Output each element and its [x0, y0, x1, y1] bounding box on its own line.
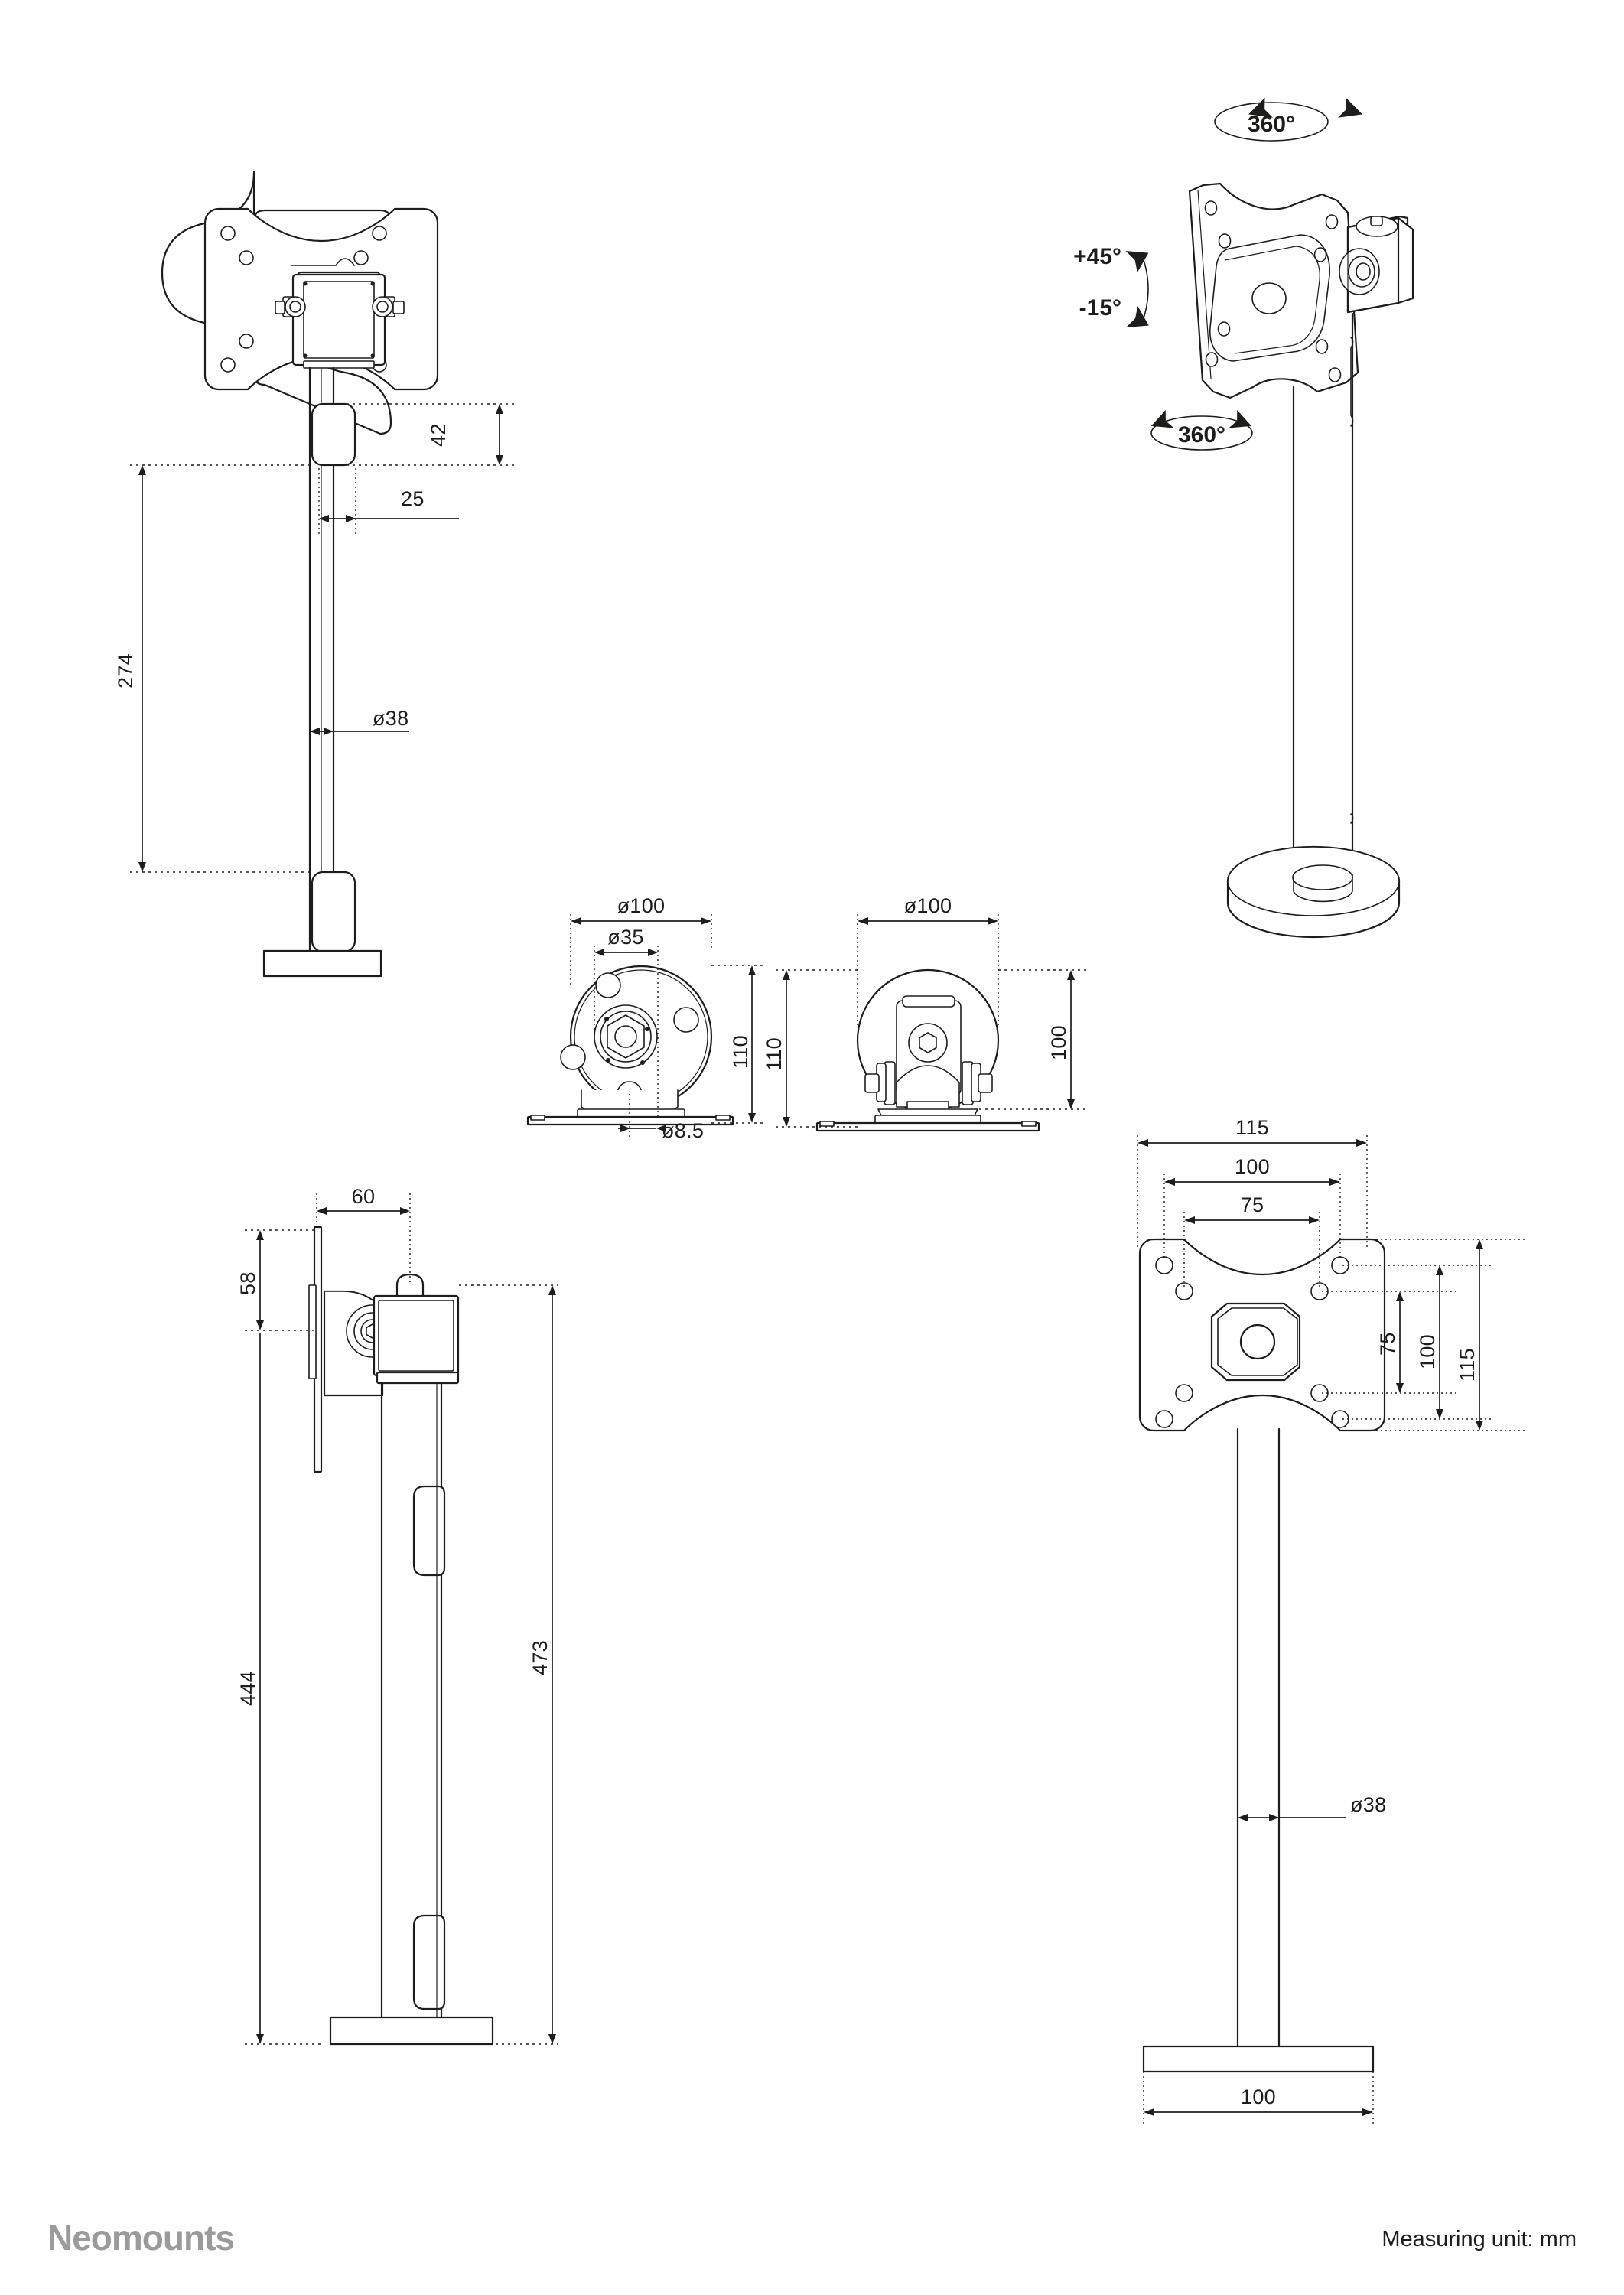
dim-label-42: 42 [427, 423, 450, 447]
dim-label-o100-right: ø100 [904, 894, 952, 917]
cable-cover-side-lower [412, 1914, 446, 2010]
dim-label-75-h: 75 [1241, 1193, 1264, 1216]
tilt-label-down: -15° [1079, 295, 1121, 321]
base-foot-plan-2 [815, 1108, 1040, 1132]
annotation-rotation-top: 360° [1214, 97, 1362, 142]
view-base-plan-left: ø100 ø35 ø8.5 110 [526, 894, 765, 1142]
view-side-bottom-left: 60 58 444 473 [236, 1185, 558, 2046]
dim-100-vert: 100 [979, 969, 1086, 1110]
head-assembly-plan [864, 995, 993, 1116]
measuring-unit-note: Measuring unit: mm [1382, 2227, 1577, 2251]
dim-274: 274 [114, 464, 312, 873]
dim-58: 58 [236, 1229, 315, 1331]
dim-o100-right: ø100 [857, 894, 999, 1025]
dim-label-25: 25 [401, 487, 425, 510]
cable-cover-side-upper [412, 1485, 446, 1577]
dim-100-h: 100 [1163, 1155, 1341, 1261]
vesa-plate-side [308, 1226, 323, 1473]
dim-label-o100-left: ø100 [617, 894, 666, 917]
tilt-label-up: +45° [1073, 244, 1121, 269]
dim-label-75-v: 75 [1376, 1332, 1399, 1356]
dim-42: 42 [334, 403, 514, 466]
dim-100-v: 100 [1342, 1265, 1492, 1420]
cable-cover-lower [311, 871, 356, 953]
dim-473: 473 [459, 1284, 558, 2045]
dim-label-110: 110 [729, 1035, 752, 1069]
dim-75-v: 75 [1322, 1291, 1457, 1394]
dim-110-right: 110 [763, 969, 858, 1128]
dim-o35: ø35 [594, 926, 659, 1117]
dim-label-o38-front: ø38 [373, 707, 408, 730]
base-plate-front [262, 949, 382, 978]
dim-label-473: 473 [529, 1640, 552, 1675]
dim-100-base: 100 [1143, 2072, 1374, 2125]
pole-vesa-view [1236, 1427, 1281, 2048]
vesa-center-hole [1239, 1323, 1276, 1360]
view-base-plan-right: ø100 110 100 [763, 894, 1086, 1132]
dim-label-58: 58 [236, 1271, 259, 1295]
dim-label-100-base: 100 [1241, 2085, 1276, 2108]
dim-label-115-h: 115 [1235, 1116, 1269, 1139]
dim-60: 60 [316, 1185, 411, 1282]
dim-o85: ø8.5 [618, 1094, 704, 1142]
dim-o38-right: ø38 [1238, 1793, 1386, 1821]
dim-444: 444 [236, 1333, 323, 2045]
view-front-top-left: 42 25 274 ø38 [114, 171, 514, 978]
dim-label-60: 60 [352, 1185, 376, 1208]
view-vesa-bottom-right: 115 100 75 75 [1137, 1116, 1526, 2125]
dim-label-444: 444 [236, 1671, 259, 1706]
dim-75-h: 75 [1183, 1193, 1320, 1287]
dim-110: 110 [711, 965, 765, 1124]
view-isometric-top-right: 360° 360° +45° -15° [1073, 97, 1414, 939]
dim-label-o35: ø35 [607, 926, 643, 949]
dim-25: 25 [318, 468, 459, 536]
tilt-head-iso [1339, 215, 1414, 314]
dim-label-110-right: 110 [763, 1037, 786, 1071]
dim-label-274: 274 [114, 653, 137, 688]
dim-label-100-vert: 100 [1047, 1025, 1070, 1060]
cable-cover-upper [311, 402, 356, 467]
dim-label-o85: ø8.5 [662, 1119, 704, 1142]
dim-115-h: 115 [1137, 1116, 1368, 1247]
dim-115-v: 115 [1367, 1239, 1526, 1431]
pole-iso [1292, 312, 1354, 893]
annotation-tilt: +45° -15° [1073, 244, 1149, 328]
base-plate-vesa-view [1142, 2045, 1375, 2073]
dim-label-115-v: 115 [1456, 1348, 1479, 1382]
tilt-head-side [323, 1273, 460, 1397]
dim-label-o38-right: ø38 [1350, 1793, 1386, 1816]
dim-o38-front: ø38 [310, 707, 409, 735]
dim-label-100-h: 100 [1235, 1155, 1270, 1178]
tilt-head-front [275, 258, 405, 369]
rotation-label-bottom: 360° [1178, 422, 1225, 448]
annotation-rotation-bottom: 360° [1150, 409, 1253, 451]
dim-label-100-v: 100 [1416, 1334, 1439, 1369]
base-plate-side [329, 2016, 494, 2046]
dim-o100-left: ø100 [570, 894, 712, 987]
rotation-label-top: 360° [1248, 112, 1295, 137]
brand-logo: Neomounts [47, 2218, 235, 2258]
vesa-holes-iso [1204, 200, 1342, 382]
base-disc-iso [1226, 845, 1401, 939]
sheet-footer: Neomounts Measuring unit: mm [0, 2180, 1624, 2295]
